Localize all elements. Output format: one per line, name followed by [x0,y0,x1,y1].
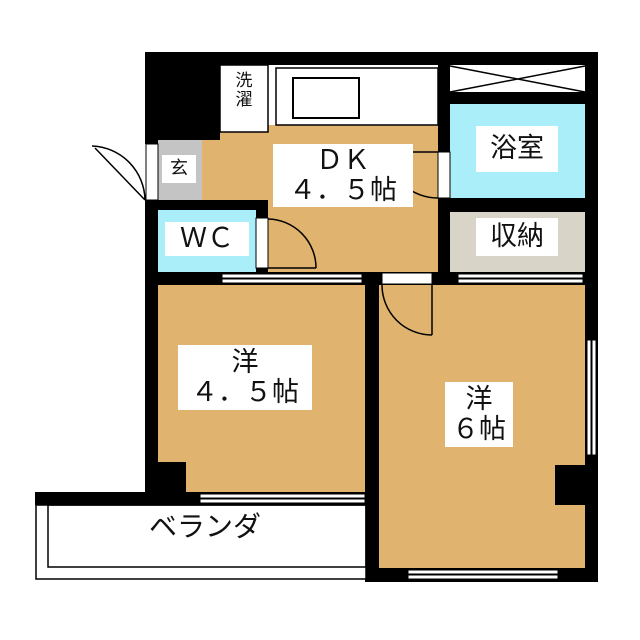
wc-door-swing [267,218,317,269]
sink [292,77,360,119]
laundry-label: 洗濯 [230,72,258,110]
western1-size: ４．５帖 [191,376,299,408]
entrance-door-swing [91,145,146,201]
western1-label: 洋 ４．５帖 [178,345,312,411]
balcony-label: ベランダ [148,510,261,543]
wc-label: ＷＣ [165,222,249,256]
bath-label: 浴室 [476,126,558,172]
western2-name: 洋 [465,384,493,415]
dk-name: ＤＫ [316,145,370,176]
western1-name: 洋 [231,347,259,378]
dk-label: ＤＫ ４．５帖 [273,144,413,208]
western2-label: 洋 ６帖 [445,382,513,448]
dk-size: ４．５帖 [289,174,397,206]
storage-label: 収納 [476,218,558,256]
entrance-label: 玄 [162,155,196,183]
western2-size: ６帖 [452,413,506,445]
western2-door-swing [381,284,433,336]
